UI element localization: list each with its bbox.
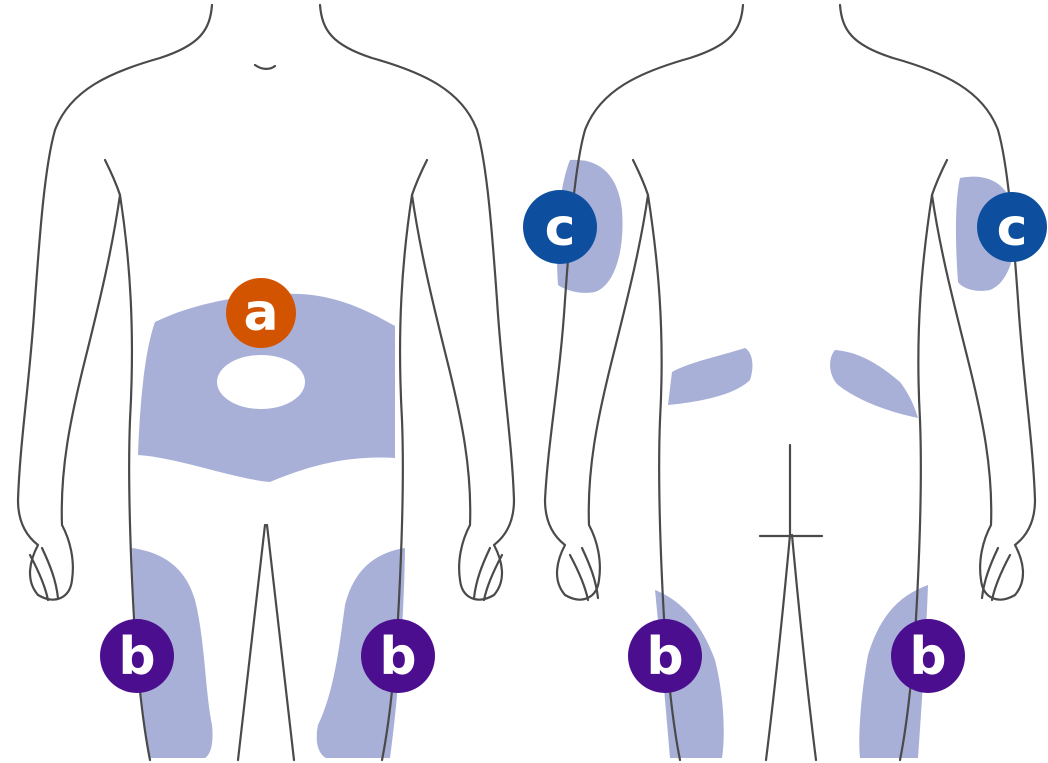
badge-b-back-right: b (891, 619, 965, 693)
front-body-outline (18, 5, 212, 600)
badge-b-label: b (379, 627, 416, 687)
badge-b-label: b (909, 627, 946, 687)
badge-c-back-right-arm: c (977, 192, 1047, 262)
badge-c-label: c (997, 198, 1028, 258)
navel-exclusion (217, 355, 305, 409)
badge-b-label: b (646, 627, 683, 687)
badge-a-abdomen: a (226, 278, 296, 348)
badge-a-label: a (243, 283, 278, 343)
badge-b-label: b (118, 627, 155, 687)
badge-c-back-left-arm: c (523, 190, 597, 264)
badge-b-back-left: b (628, 619, 702, 693)
back-right-flank-zone (830, 350, 918, 418)
badge-b-front-left: b (100, 619, 174, 693)
front-figure (18, 5, 514, 760)
back-body-outline (545, 5, 743, 600)
badge-c-label: c (545, 198, 576, 258)
badge-b-front-right: b (361, 619, 435, 693)
back-left-flank-zone (668, 348, 752, 405)
